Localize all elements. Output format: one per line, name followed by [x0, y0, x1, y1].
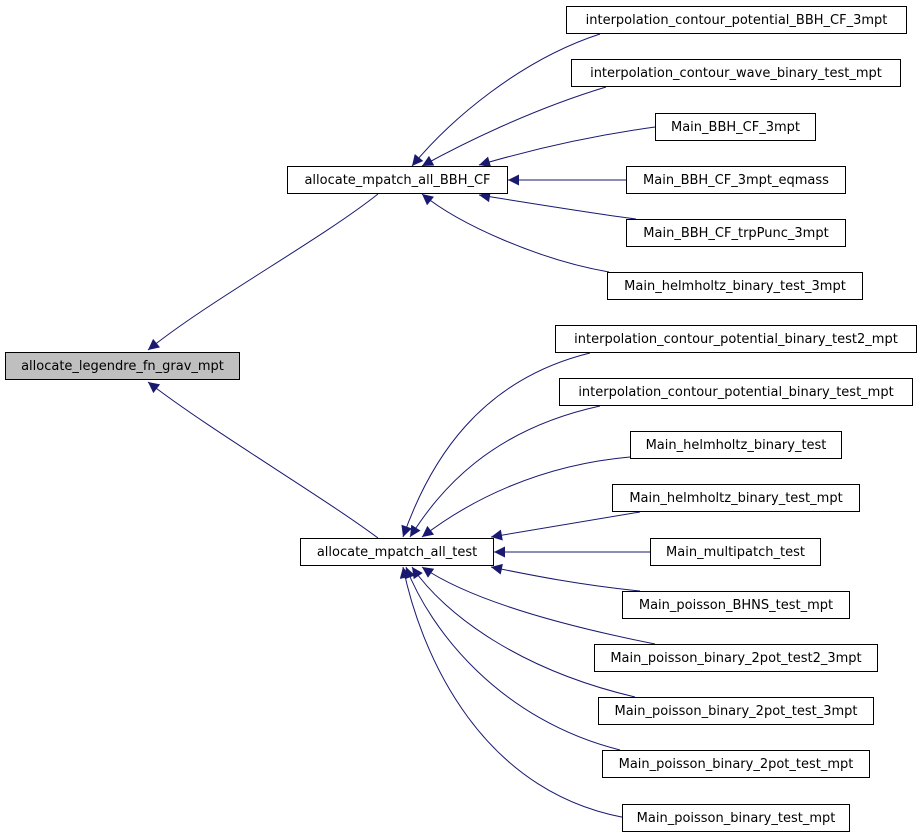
call-edge: [147, 193, 379, 351]
node-label: allocate_legendre_fn_grav_mpt: [21, 358, 224, 374]
node-root: allocate_legendre_fn_grav_mpt: [5, 352, 240, 380]
node-label: Main_poisson_binary_2pot_test2_3mpt: [610, 650, 862, 666]
call-edge: [404, 566, 621, 751]
call-edge: [421, 566, 656, 645]
node-label: Main_poisson_binary_2pot_test_mpt: [618, 756, 854, 772]
call-edge: [478, 191, 637, 220]
call-edge: [411, 33, 601, 167]
node-label: Main_BBH_CF_trpPunc_3mpt: [643, 225, 829, 241]
node-caller[interactable]: Main_BBH_CF_3mpt: [655, 113, 816, 141]
node-caller[interactable]: Main_BBH_CF_trpPunc_3mpt: [626, 219, 846, 247]
call-edge: [478, 126, 656, 168]
call-edge: [409, 405, 601, 538]
node-caller[interactable]: Main_multipatch_test: [650, 538, 821, 566]
node-caller[interactable]: Main_poisson_binary_test_mpt: [622, 804, 850, 832]
node-label: interpolation_contour_potential_binary_t…: [574, 331, 898, 347]
call-edge: [411, 566, 636, 698]
node-label: Main_poisson_BHNS_test_mpt: [638, 597, 834, 613]
call-edge: [401, 352, 591, 538]
node-label: Main_helmholtz_binary_test: [645, 437, 827, 453]
node-label: Main_helmholtz_binary_test_mpt: [629, 490, 843, 506]
node-allocate-mpatch-all-test[interactable]: allocate_mpatch_all_test: [300, 538, 494, 566]
node-label: Main_helmholtz_binary_test_3mpt: [624, 278, 846, 294]
node-caller[interactable]: interpolation_contour_potential_binary_t…: [555, 325, 917, 353]
node-allocate-mpatch-all-bbh-cf[interactable]: allocate_mpatch_all_BBH_CF: [287, 166, 508, 194]
node-caller[interactable]: Main_helmholtz_binary_test_3mpt: [607, 272, 863, 300]
node-caller[interactable]: Main_helmholtz_binary_test_mpt: [612, 484, 860, 512]
call-edge: [421, 86, 607, 167]
node-label: Main_poisson_binary_test_mpt: [636, 810, 836, 826]
call-edge: [421, 456, 631, 538]
node-caller[interactable]: interpolation_contour_wave_binary_test_m…: [571, 59, 901, 87]
call-edge: [421, 193, 610, 273]
node-caller[interactable]: Main_helmholtz_binary_test: [630, 431, 842, 459]
call-edge: [399, 566, 641, 821]
call-edge: [147, 381, 379, 539]
node-caller[interactable]: Main_poisson_binary_2pot_test_3mpt: [598, 697, 874, 725]
node-caller[interactable]: Main_poisson_binary_2pot_test2_3mpt: [594, 644, 878, 672]
node-label: Main_multipatch_test: [666, 544, 805, 560]
call-edge: [490, 563, 641, 592]
node-caller[interactable]: interpolation_contour_potential_BBH_CF_3…: [566, 6, 907, 34]
node-caller[interactable]: Main_BBH_CF_3mpt_eqmass: [626, 166, 846, 194]
node-caller[interactable]: Main_poisson_binary_2pot_test_mpt: [602, 750, 870, 778]
node-label: Main_BBH_CF_3mpt: [671, 119, 800, 135]
node-label: allocate_mpatch_all_test: [316, 544, 478, 560]
node-caller[interactable]: interpolation_contour_potential_binary_t…: [559, 378, 913, 406]
node-label: allocate_mpatch_all_BBH_CF: [304, 172, 491, 188]
node-label: interpolation_contour_potential_binary_t…: [578, 384, 894, 400]
node-label: Main_BBH_CF_3mpt_eqmass: [643, 172, 829, 188]
call-edge: [490, 511, 641, 541]
node-label: interpolation_contour_wave_binary_test_m…: [590, 65, 882, 81]
node-label: Main_poisson_binary_2pot_test_3mpt: [614, 703, 858, 719]
node-label: interpolation_contour_potential_BBH_CF_3…: [585, 12, 888, 28]
node-caller[interactable]: Main_poisson_BHNS_test_mpt: [622, 591, 850, 619]
